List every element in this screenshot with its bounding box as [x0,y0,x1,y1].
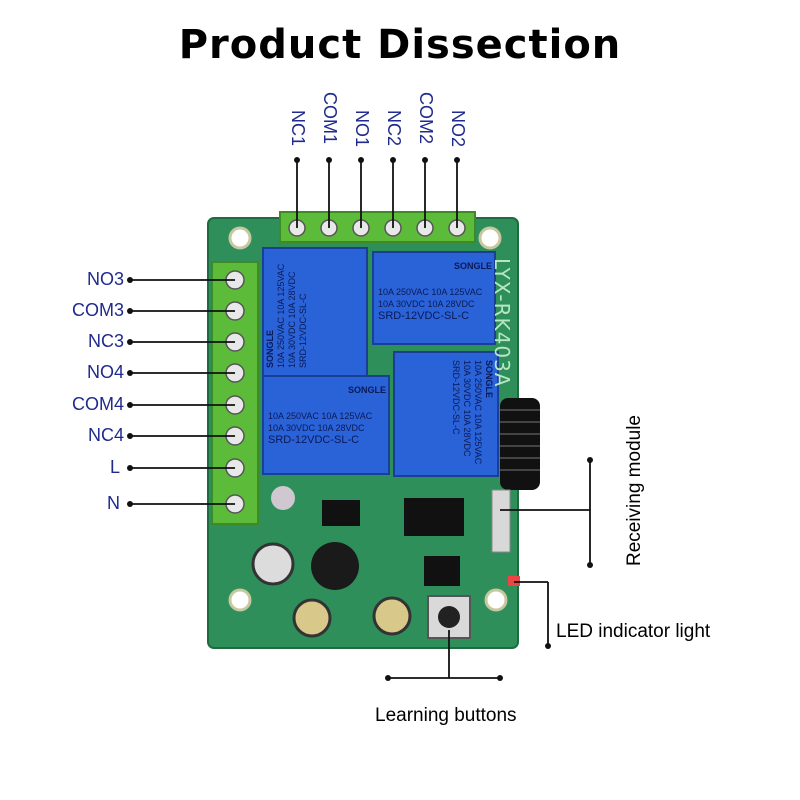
mounting-hole [228,588,252,612]
relay-brand: SONGLE [453,261,492,271]
learning-buttons-label: Learning buttons [375,705,517,726]
label-nc3: NC3 [87,331,124,351]
capacitor [251,542,295,586]
receiving-module-label: Receiving module [624,415,645,567]
ic-chip [404,498,464,536]
ic-chip [322,500,360,526]
relay-model: SRD-12VDC-SL-C [378,310,470,322]
relay-3 [262,375,390,475]
top-terminal-block [279,211,476,243]
label-n: N [107,493,120,513]
page-title: Product Dissection [178,22,622,68]
learning-button-cap [438,606,460,628]
relay-rating1: 10A 250VAC 10A 125VAC [378,287,483,297]
mounting-hole [228,226,252,250]
led-indicator-component [508,576,520,586]
relay-brand: SONGLE [347,385,386,395]
relay-rating2: 10A 30VDC 10A 28VDC [462,360,472,457]
receiver-crystal [491,489,511,553]
relay-4 [393,351,499,477]
label-no1: NO1 [352,110,372,148]
label-com1: COM1 [320,92,340,145]
label-nc1: NC1 [288,110,308,147]
relay-model: SRD-12VDC-SL-C [451,360,461,435]
left-leader-dots [127,277,133,507]
led-indicator-leader [514,581,549,646]
relay-2 [372,251,496,345]
top-leader-lines [296,160,458,228]
led-indicator-label: LED indicator light [556,621,711,642]
top-leader-dots [294,157,460,163]
label-com3: COM3 [71,300,124,320]
learning-buttons-leader [388,630,500,679]
relay-model: SRD-12VDC-SL-C [298,293,308,368]
capacitor [372,596,412,636]
left-terminal-block [211,261,259,525]
board-marking: LYX-RK403A [490,258,514,388]
relay-3-label: SONGLE 10A 250VAC 10A 125VAC 10A 30VDC 1… [268,384,386,446]
receiving-module-leader [500,460,591,565]
ic-chip [424,556,460,586]
label-nc2: NC2 [384,110,404,147]
label-com4: COM4 [71,394,124,414]
relay-brand: SONGLE [484,360,494,399]
antenna-coil [500,398,540,490]
led-component [271,486,295,510]
relay-rating2: 10A 30VDC 10A 28VDC [287,271,297,368]
label-no3: NO3 [86,269,124,289]
label-l: L [109,457,120,477]
inductor [311,542,359,590]
relay-rating2: 10A 30VDC 10A 28VDC [268,423,365,433]
relay-model: SRD-12VDC-SL-C [268,434,360,446]
relay-1 [262,247,368,377]
relay-2-label: SONGLE 10A 250VAC 10A 125VAC 10A 30VDC 1… [378,260,492,322]
relay-rating1: 10A 250VAC 10A 125VAC [473,360,483,465]
label-no4: NO4 [86,362,124,382]
relay-4-label: SONGLE 10A 250VAC 10A 125VAC 10A 30VDC 1… [398,360,494,470]
relay-rating1: 10A 250VAC 10A 125VAC [268,411,373,421]
relay-1-label: SONGLE 10A 250VAC 10A 125VAC 10A 30VDC 1… [265,258,365,368]
relay-rating2: 10A 30VDC 10A 28VDC [378,299,475,309]
left-leader-lines [130,279,235,505]
label-nc4: NC4 [87,425,124,445]
capacitor [292,598,332,638]
relay-brand: SONGLE [265,329,275,368]
label-com2: COM2 [416,92,436,145]
top-screws [288,219,466,237]
mounting-hole [484,588,508,612]
label-no2: NO2 [448,110,468,148]
mounting-hole [478,226,502,250]
relay-rating1: 10A 250VAC 10A 125VAC [276,263,286,368]
